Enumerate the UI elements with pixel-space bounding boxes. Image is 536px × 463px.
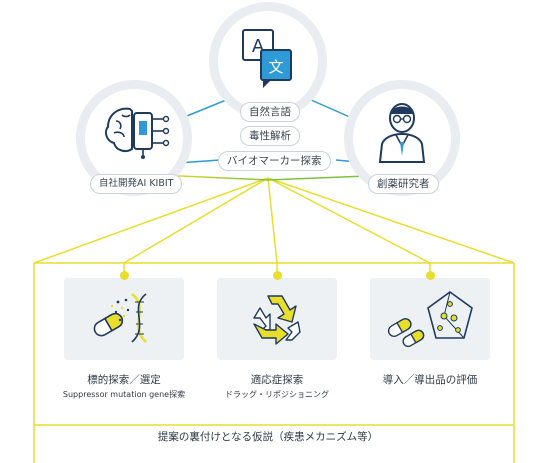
tag-toxicity-analysis: 毒性解析 [240, 126, 300, 146]
card-indication-search-dot [272, 271, 282, 280]
molecule-network-icon [387, 291, 473, 348]
dna-capsule-icon [93, 293, 147, 343]
line-fan-right [267, 177, 515, 264]
tag-biomarker-search: バイオマーカー探索 [218, 151, 331, 171]
svg-text:文: 文 [268, 58, 283, 76]
ai-brain-icon [105, 107, 170, 159]
card-in-out-licensing [370, 278, 490, 360]
translate-icon: A 文 [242, 29, 292, 88]
footer-text: 提案の裏付けとなる仮説（疾患メカニズム等） [151, 431, 385, 443]
card-target-search-title: 標的探索／選定 [87, 374, 161, 386]
card-indication-search [217, 278, 337, 360]
tag-natural-language: 自然言語 [240, 102, 300, 122]
researcher-icon [378, 103, 426, 163]
ai-node-label: 自社開発AI KIBIT [90, 174, 183, 194]
card-target-search [64, 278, 184, 360]
line-fan-card2 [267, 177, 278, 264]
card-in-out-licensing-dot [425, 271, 435, 280]
card-indication-search-title: 適応症探索 [250, 374, 304, 386]
card-target-search-dot [119, 271, 129, 280]
line-fan-card1 [123, 177, 269, 264]
card-target-search-subtitle: Suppressor mutation gene探索 [62, 390, 186, 399]
footer-hypothesis: 提案の裏付けとなる仮説（疾患メカニズム等） [50, 429, 486, 444]
line-fan-card3 [267, 177, 431, 264]
researcher-node-label: 創薬研究者 [368, 174, 439, 194]
recycle-icon [253, 295, 301, 345]
card-in-out-licensing-title: 導入／導出品の評価 [382, 374, 478, 386]
card-indication-search-subtitle: ドラッグ・リポジショニング [225, 390, 329, 399]
line-fan-left [33, 177, 269, 264]
